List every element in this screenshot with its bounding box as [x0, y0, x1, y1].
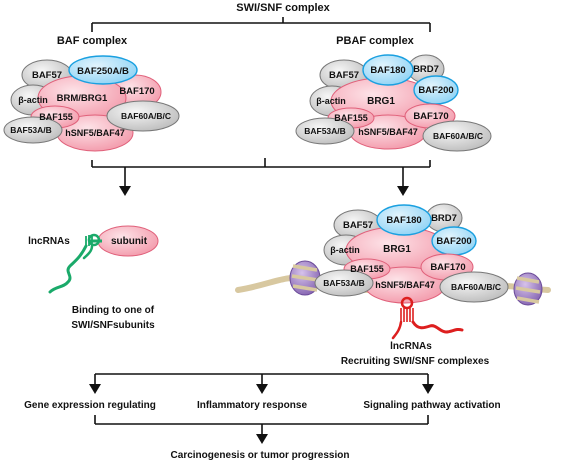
- rec-baf57-label: BAF57: [343, 220, 373, 231]
- left-caption-line2: SWI/SNFsubunits: [71, 320, 155, 331]
- rec-baf53: [314, 269, 374, 297]
- pbaf-baf170-label: BAF170: [413, 111, 448, 122]
- pbaf-brd7-label: BRD7: [413, 64, 439, 75]
- lncrna-subunit-binding: subunit lncRNAs: [28, 225, 159, 294]
- baf-brm-label: BRM/BRG1: [57, 93, 108, 104]
- outcome-bracket: [89, 373, 434, 394]
- baf-complex-label: BAF complex: [57, 35, 128, 47]
- pbaf-baf53: [295, 117, 355, 145]
- recruited-pbaf-complex: BAF57 BAF180 BRD7 BAF200 β-actin BRG1 BA…: [314, 203, 509, 304]
- pbaf-baf180-label: BAF180: [370, 65, 405, 76]
- subunit-label: subunit: [111, 236, 148, 247]
- final-bracket: [94, 415, 429, 444]
- pbaf-baf53-label: BAF53A/B: [304, 126, 346, 136]
- baf-beta-actin-label: β-actin: [18, 95, 48, 105]
- baf-baf57-label: BAF57: [32, 70, 62, 81]
- rec-baf60-label: BAF60A/B/C: [451, 282, 501, 292]
- pbaf-baf180: [362, 54, 414, 86]
- baf-baf60: [106, 100, 180, 132]
- baf-baf53-label: BAF53A/B: [10, 125, 52, 135]
- baf-complex: BAF57 BAF250A/B β-actin BRM/BRG1 BAF170 …: [3, 55, 180, 152]
- baf-baf155-label: BAF155: [39, 112, 73, 122]
- pbaf-complex: BAF57 BAF180 BRD7 BAF200 β-actin BRG1 BA…: [295, 54, 492, 152]
- final-outcome: Carcinogenesis or tumor progression: [171, 450, 350, 461]
- rec-brg1-label: BRG1: [383, 244, 411, 255]
- top-bracket: [91, 17, 431, 32]
- left-caption-line1: Binding to one of: [72, 305, 155, 316]
- outcome-signaling: Signaling pathway activation: [363, 400, 500, 411]
- pbaf-brg1-label: BRG1: [367, 96, 395, 107]
- baf-baf60-label: BAF60A/B/C: [121, 111, 171, 121]
- pbaf-beta-actin-label: β-actin: [316, 96, 346, 106]
- rec-baf60: [439, 271, 509, 303]
- baf-baf170-label: BAF170: [119, 86, 154, 97]
- arrow-right-down: [397, 167, 409, 196]
- baf-baf250-label: BAF250A/B: [77, 66, 129, 77]
- rec-baf53-label: BAF53A/B: [323, 278, 365, 288]
- rec-baf170-label: BAF170: [430, 262, 465, 273]
- baf-baf250: [68, 55, 138, 85]
- rec-baf180-label: BAF180: [386, 215, 421, 226]
- left-lncrna-label: lncRNAs: [28, 236, 70, 247]
- rec-beta-actin-label: β-actin: [330, 245, 360, 255]
- middle-bracket: [91, 158, 431, 168]
- pbaf-hsnf5-label: hSNF5/BAF47: [358, 127, 418, 137]
- diagram-title: SWI/SNF complex: [236, 2, 330, 14]
- rec-baf200-label: BAF200: [436, 236, 471, 247]
- pbaf-baf200-label: BAF200: [418, 85, 453, 96]
- rec-brd7-label: BRD7: [431, 213, 457, 224]
- right-caption: Recruiting SWI/SNF complexes: [341, 356, 490, 367]
- outcome-inflammatory: Inflammatory response: [197, 400, 307, 411]
- outcome-gene-expression: Gene expression regulating: [24, 400, 156, 411]
- pbaf-complex-label: PBAF complex: [336, 35, 415, 47]
- arrow-left-down: [119, 167, 131, 196]
- pbaf-baf60-label: BAF60A/B/C: [433, 131, 483, 141]
- rec-hsnf5-label: hSNF5/BAF47: [375, 280, 435, 290]
- pbaf-baf155-label: BAF155: [334, 113, 368, 123]
- baf-baf53: [3, 116, 63, 144]
- pbaf-baf60: [422, 120, 492, 152]
- right-lncrna-label: lncRNAs: [390, 341, 432, 352]
- lncrna-red: lncRNAs: [390, 296, 464, 352]
- baf-hsnf5-label: hSNF5/BAF47: [65, 128, 125, 138]
- rec-baf155-label: BAF155: [350, 264, 384, 274]
- pbaf-baf57-label: BAF57: [329, 70, 359, 81]
- rec-baf180: [376, 204, 432, 236]
